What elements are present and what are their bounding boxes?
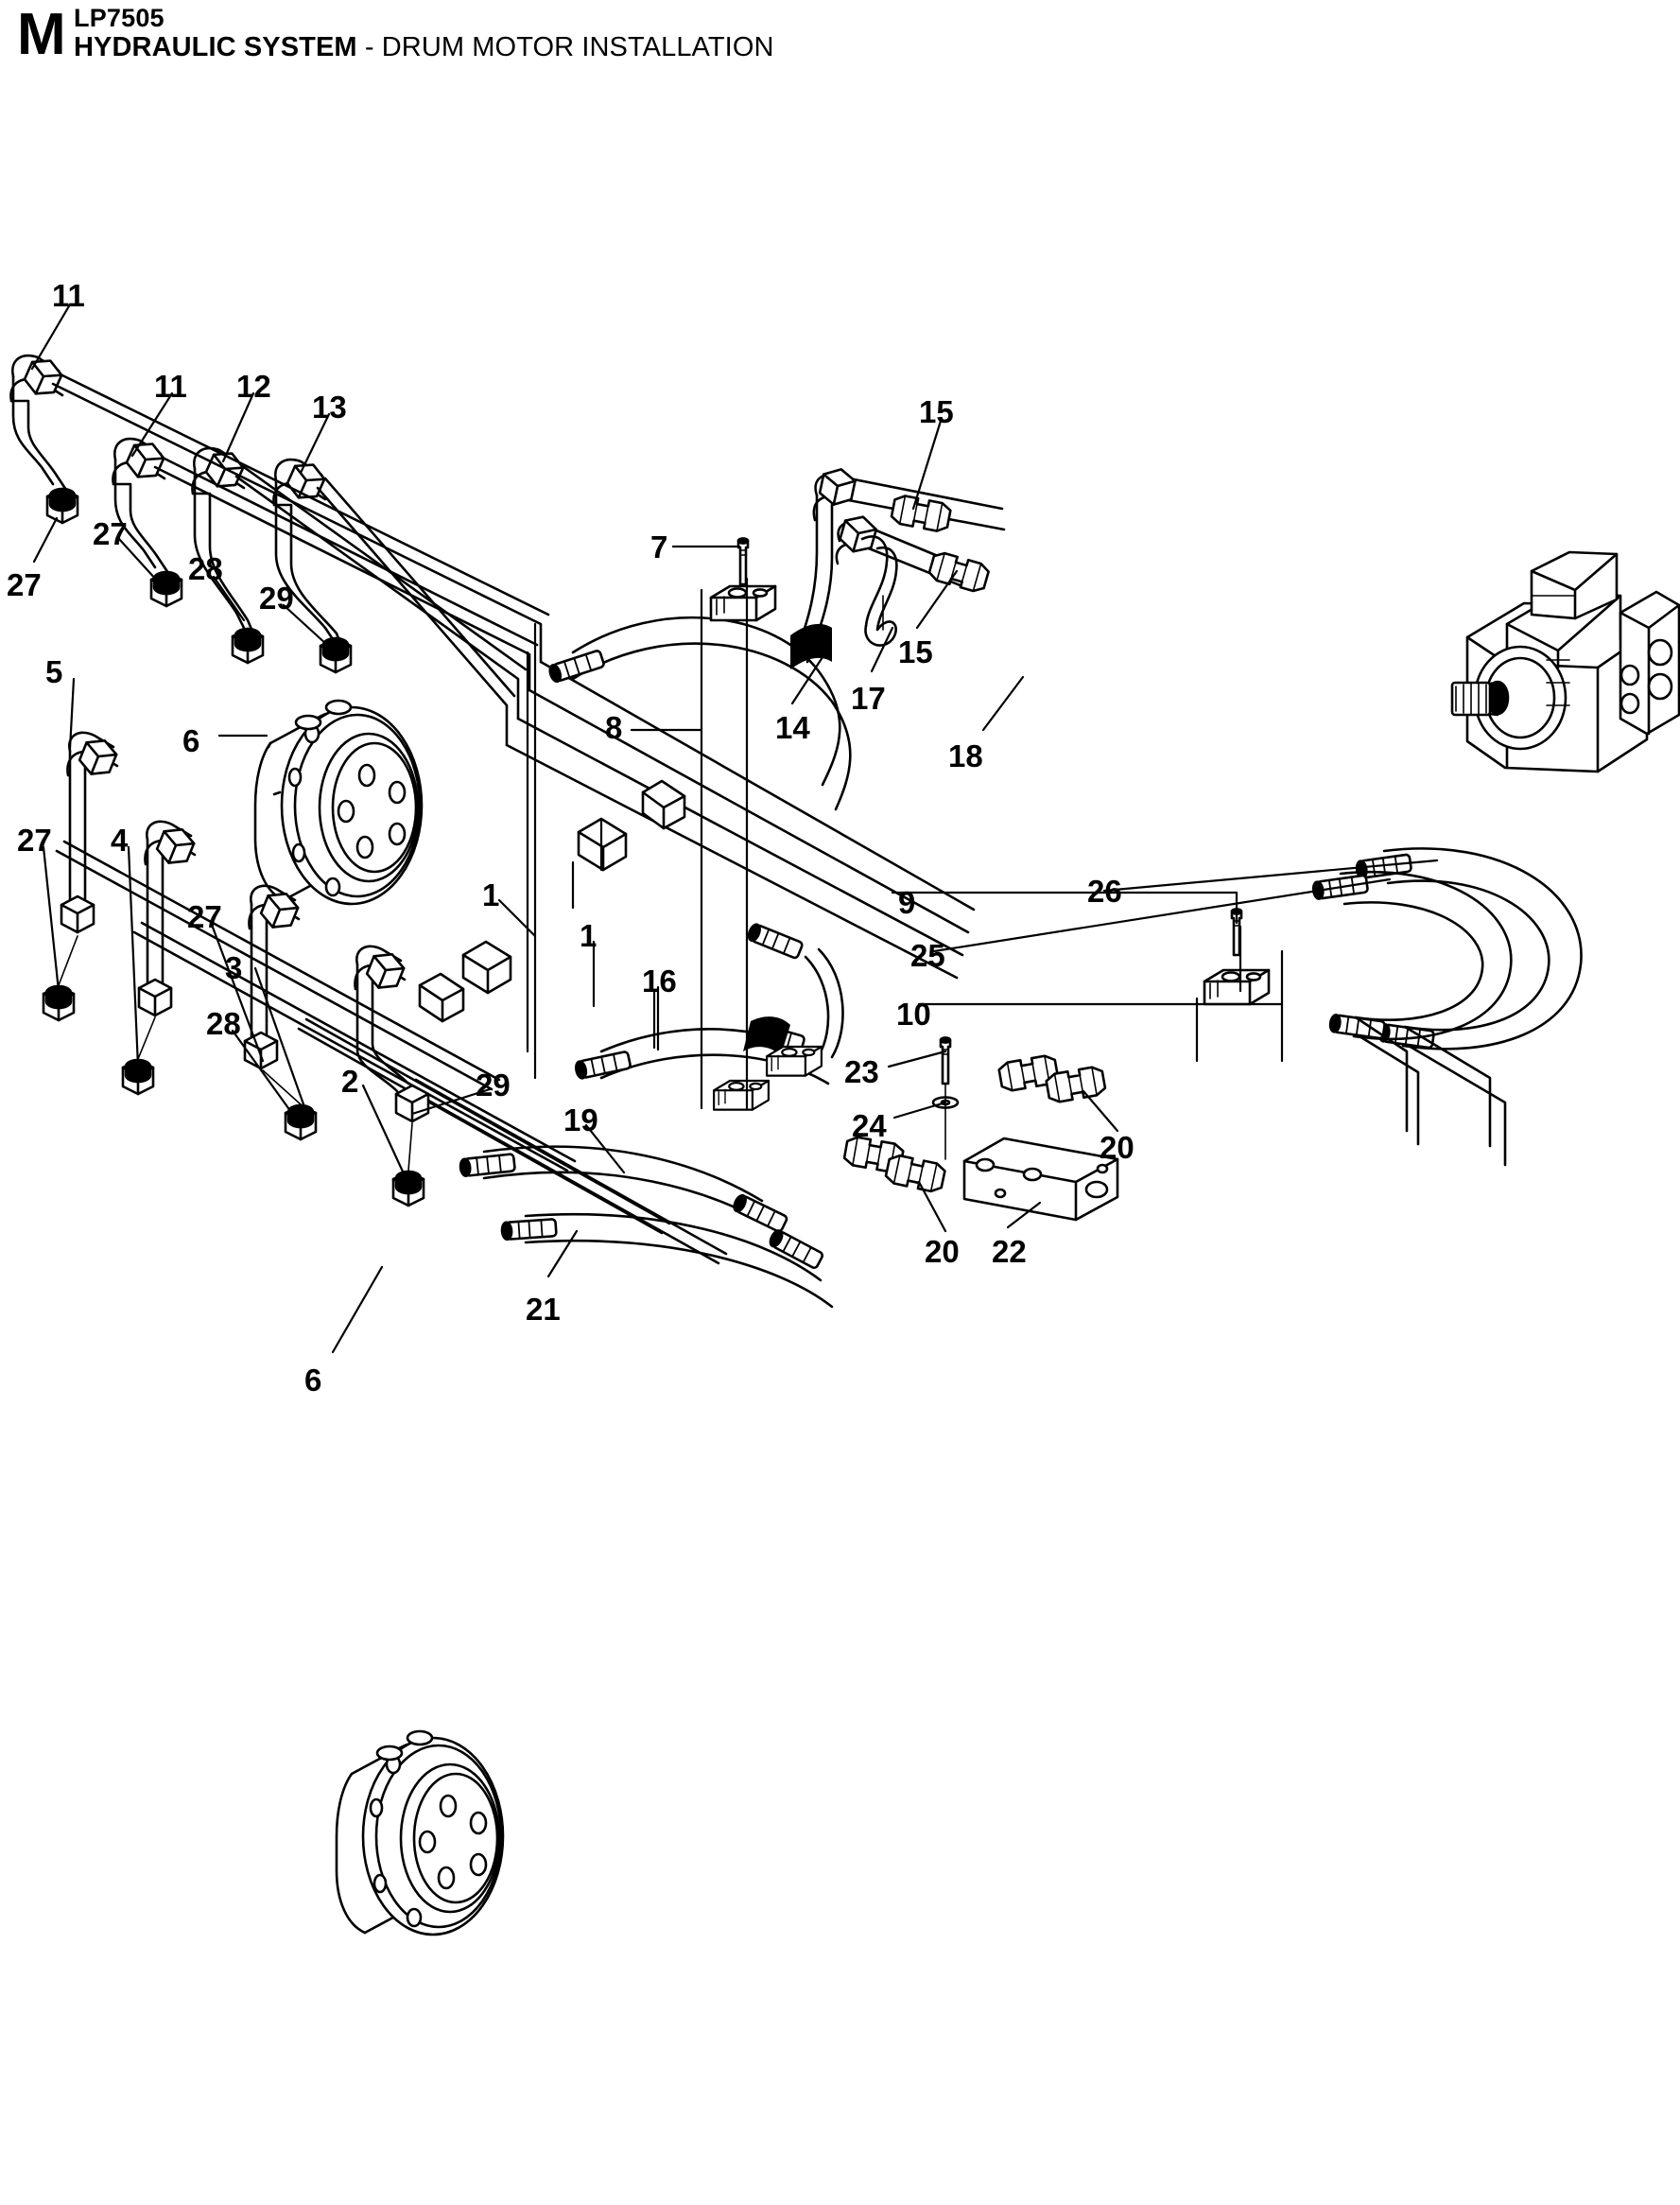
callout-20: 20 (1100, 1130, 1134, 1165)
callout-27: 27 (7, 567, 42, 602)
callout-1: 1 (482, 877, 500, 912)
callout-16: 16 (642, 964, 677, 998)
page-header: M LP7505 HYDRAULIC SYSTEM - DRUM MOTOR I… (0, 0, 1680, 81)
callout-17: 17 (851, 681, 886, 716)
callout-20: 20 (925, 1234, 960, 1269)
tube-group-upper-left (9, 353, 353, 674)
routing-frame-lines (526, 577, 1284, 1110)
callout-27: 27 (93, 516, 128, 551)
callout-29: 29 (476, 1068, 511, 1102)
callout-1: 1 (580, 918, 598, 953)
callout-2: 2 (341, 1064, 359, 1099)
callout-18: 18 (948, 738, 983, 773)
callout-4: 4 (111, 823, 129, 858)
callout-12: 12 (236, 369, 271, 404)
callout-3: 3 (225, 950, 243, 985)
hose-group-center-lower (458, 921, 844, 1309)
callout-6: 6 (182, 723, 200, 758)
callout-8: 8 (605, 710, 623, 745)
callout-11: 11 (154, 369, 187, 404)
callout-28: 28 (206, 1006, 241, 1041)
callout-27: 27 (187, 899, 222, 934)
callout-13: 13 (312, 390, 347, 425)
callout-5: 5 (45, 654, 63, 689)
hose-clamp-rail-center (418, 779, 686, 1023)
callout-22: 22 (992, 1234, 1027, 1269)
callout-24: 24 (852, 1108, 887, 1143)
callout-19: 19 (563, 1102, 598, 1137)
callout-27: 27 (17, 823, 52, 858)
model-code: LP7505 (74, 4, 165, 32)
callout-14: 14 (775, 710, 810, 745)
callout-23: 23 (844, 1054, 879, 1089)
callout-21: 21 (526, 1292, 561, 1327)
callout-26: 26 (1087, 874, 1122, 909)
callout-15: 15 (919, 394, 954, 429)
callout-15: 15 (898, 634, 933, 669)
hose-group-center-upper (546, 537, 852, 811)
section-letter: M (17, 2, 66, 67)
page-title: HYDRAULIC SYSTEM - DRUM MOTOR INSTALLATI… (74, 31, 774, 63)
page-title-subject: - DRUM MOTOR INSTALLATION (356, 32, 774, 62)
drum-motor-lower (335, 1729, 505, 1936)
leader-lines (30, 303, 1439, 1354)
callout-9: 9 (898, 885, 916, 920)
callout-29: 29 (259, 581, 294, 616)
callout-6: 6 (304, 1363, 322, 1398)
callout-28: 28 (188, 551, 223, 586)
callout-11: 11 (52, 278, 85, 313)
hose-group-lower-right (841, 847, 1583, 1222)
page-title-system: HYDRAULIC SYSTEM (74, 32, 357, 62)
tube-group-lower-left (42, 731, 430, 1207)
callout-10: 10 (896, 997, 931, 1032)
callout-25: 25 (910, 938, 945, 973)
hydraulic-pump (1450, 550, 1680, 773)
callout-7: 7 (650, 530, 668, 564)
long-rigid-tube-runs (51, 373, 976, 1265)
pump-feed-lines (792, 464, 1006, 664)
drum-motor-upper (253, 699, 424, 906)
